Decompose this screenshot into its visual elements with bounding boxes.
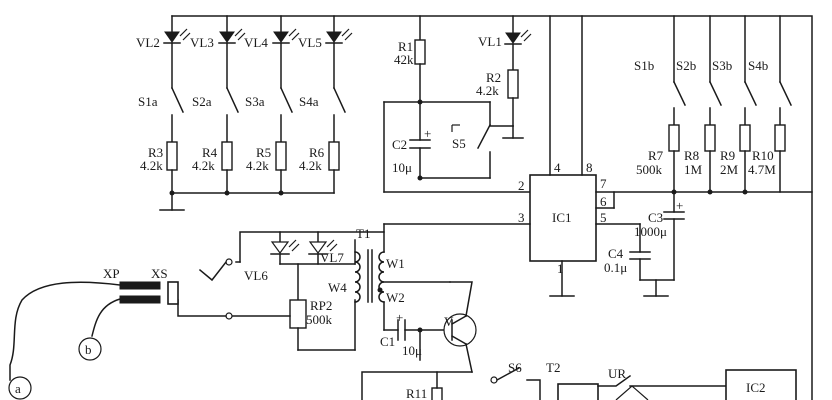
r10-label: R10 [752, 148, 774, 163]
switch-bank-a: S1a S2a S3a S4a [138, 87, 346, 143]
r8-value: 1M [684, 162, 703, 177]
s1a-label: S1a [138, 94, 158, 109]
r6-value: 4.2k [299, 158, 322, 173]
r4-label: R4 [202, 145, 218, 160]
vl1-label: VL1 [478, 34, 502, 49]
ic2-label: IC2 [746, 380, 766, 395]
c1-label: C1 [380, 334, 395, 349]
pin3-label: 3 [518, 210, 525, 225]
capacitors-c3-c4: + C3 1000μ C4 0.1μ [604, 191, 685, 297]
pin2-label: 2 [518, 178, 525, 193]
s6-label: S6 [508, 360, 522, 375]
r4-value: 4.2k [192, 158, 215, 173]
ic1-timer: IC1 2 3 4 8 7 6 5 1 [383, 15, 813, 297]
t2-label: T2 [546, 360, 560, 375]
transistor-v-label: V [444, 314, 454, 329]
t1-label: T1 [356, 226, 370, 241]
s4b-label: S4b [748, 58, 768, 73]
vl3-label: VL3 [190, 35, 214, 50]
rp2-label: RP2 [310, 298, 332, 313]
timing-network-r1-c2: + R1 42k VL1 R2 4.2k C2 10μ S5 [383, 15, 532, 193]
c2-label: C2 [392, 137, 407, 152]
pin4-label: 4 [554, 160, 561, 175]
s3a-label: S3a [245, 94, 265, 109]
r9-value: 2M [720, 162, 739, 177]
s2b-label: S2b [676, 58, 696, 73]
s2a-label: S2a [192, 94, 212, 109]
rp2-value: 500k [306, 312, 333, 327]
xs-label: XS [151, 266, 168, 281]
s4a-label: S4a [299, 94, 319, 109]
r1-label: R1 [398, 39, 413, 54]
c4-value: 0.1μ [604, 260, 627, 275]
plug-xp-xs: XP XS b a [8, 258, 291, 400]
w4-label: W4 [328, 280, 347, 295]
top-supply-rail [171, 15, 813, 400]
c2-plus: + [424, 126, 431, 141]
r1-value: 42k [394, 52, 414, 67]
resistor-bank-r3-r6: R3 4.2k R4 4.2k R5 4.2k R6 4.2k [140, 141, 340, 211]
lead-b-label: b [85, 342, 92, 357]
r10-value: 4.7M [748, 162, 776, 177]
r5-value: 4.2k [246, 158, 269, 173]
output-stage-t1: + VL6 VL7 T1 W1 W2 W4 RP2 500k C1 10μ V [239, 223, 477, 373]
c3-value: 1000μ [634, 224, 667, 239]
r2-label: R2 [486, 70, 501, 85]
c3-plus: + [676, 198, 683, 213]
c1-plus: + [396, 310, 403, 325]
vl7-label: VL7 [320, 250, 344, 265]
power-supply-section: S6 T2 UR R11 IC2 [361, 360, 797, 400]
s3b-label: S3b [712, 58, 732, 73]
r7-label: R7 [648, 148, 664, 163]
pin1-label: 1 [557, 261, 564, 276]
r9-label: R9 [720, 148, 735, 163]
r3-value: 4.2k [140, 158, 163, 173]
r2-value: 4.2k [476, 83, 499, 98]
r7-value: 500k [636, 162, 663, 177]
switch-bank-b: S1b S2b S3b S4b R7 500k R8 1M R9 2M R10 … [634, 15, 793, 195]
r11-label: R11 [406, 386, 427, 400]
r5-label: R5 [256, 145, 271, 160]
vl4-label: VL4 [244, 35, 268, 50]
ur-label: UR [608, 366, 626, 381]
c3-label: C3 [648, 210, 663, 225]
vl5-label: VL5 [298, 35, 322, 50]
pin5-label: 5 [600, 210, 607, 225]
vl6-label: VL6 [244, 268, 268, 283]
ic1-label: IC1 [552, 210, 572, 225]
led-bank: VL2 VL3 VL4 VL5 [136, 15, 353, 89]
lead-a-label: a [15, 381, 21, 396]
s5-label: S5 [452, 136, 466, 151]
pin8-label: 8 [586, 160, 593, 175]
c4-label: C4 [608, 246, 624, 261]
r3-label: R3 [148, 145, 163, 160]
c2-value: 10μ [392, 160, 412, 175]
w1-label: W1 [386, 256, 405, 271]
c1-value: 10μ [402, 343, 422, 358]
w2-label: W2 [386, 290, 405, 305]
xp-label: XP [103, 266, 120, 281]
r8-label: R8 [684, 148, 699, 163]
pin6-label: 6 [600, 194, 607, 209]
s1b-label: S1b [634, 58, 654, 73]
pin7-label: 7 [600, 176, 607, 191]
vl2-label: VL2 [136, 35, 160, 50]
r6-label: R6 [309, 145, 325, 160]
